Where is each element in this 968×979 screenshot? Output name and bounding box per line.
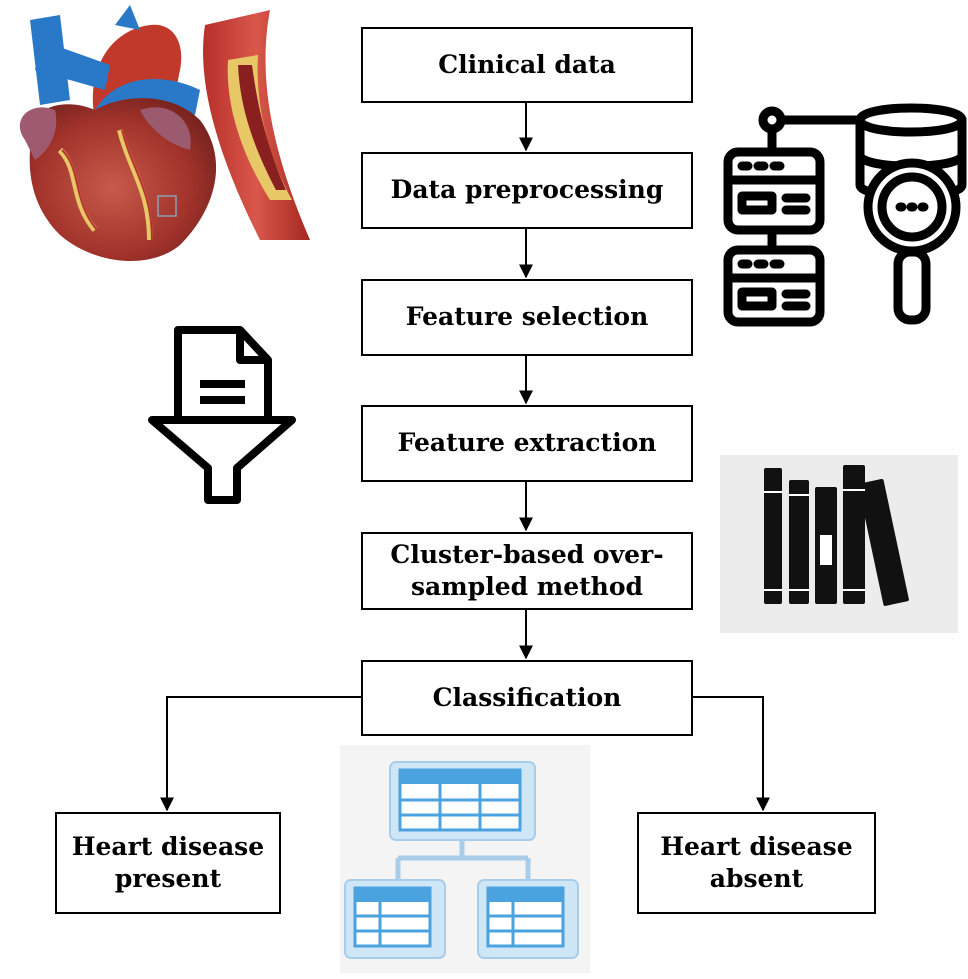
outcome-absent-line2: absent bbox=[709, 864, 804, 893]
step-feature-extraction-label: Feature extraction bbox=[397, 428, 657, 458]
step-feature-selection: Feature selection bbox=[361, 279, 693, 356]
step-cluster-oversampling: Cluster-based over- sampled method bbox=[361, 532, 693, 610]
arrow-classification-to-present bbox=[160, 696, 362, 812]
step-classification: Classification bbox=[361, 660, 693, 736]
document-filter-icon bbox=[148, 326, 296, 504]
outcome-heart-disease-present: Heart disease present bbox=[55, 812, 281, 914]
outcome-absent-line1: Heart disease bbox=[660, 831, 853, 861]
flow-connectors bbox=[160, 102, 770, 812]
step-feature-extraction: Feature extraction bbox=[361, 405, 693, 482]
step-classification-label: Classification bbox=[432, 682, 622, 712]
step-data-preprocessing: Data preprocessing bbox=[361, 152, 693, 229]
database-search-icon bbox=[723, 103, 967, 327]
step-cluster-oversampling-line1: Cluster-based over- bbox=[390, 539, 664, 569]
step-cluster-oversampling-line2: sampled method bbox=[410, 572, 644, 601]
step-clinical-data-label: Clinical data bbox=[438, 49, 616, 79]
step-data-preprocessing-label: Data preprocessing bbox=[390, 175, 664, 205]
step-clinical-data: Clinical data bbox=[361, 27, 693, 103]
step-feature-selection-label: Feature selection bbox=[405, 302, 649, 332]
outcome-heart-disease-absent: Heart disease absent bbox=[637, 812, 876, 914]
table-hierarchy-icon bbox=[340, 745, 590, 973]
outcome-present-line1: Heart disease bbox=[71, 831, 265, 861]
books-icon bbox=[720, 455, 958, 633]
outcome-present-line2: present bbox=[114, 864, 222, 893]
arrow-classification-to-absent bbox=[692, 696, 770, 812]
heart-artery-illustration bbox=[19, 5, 310, 262]
